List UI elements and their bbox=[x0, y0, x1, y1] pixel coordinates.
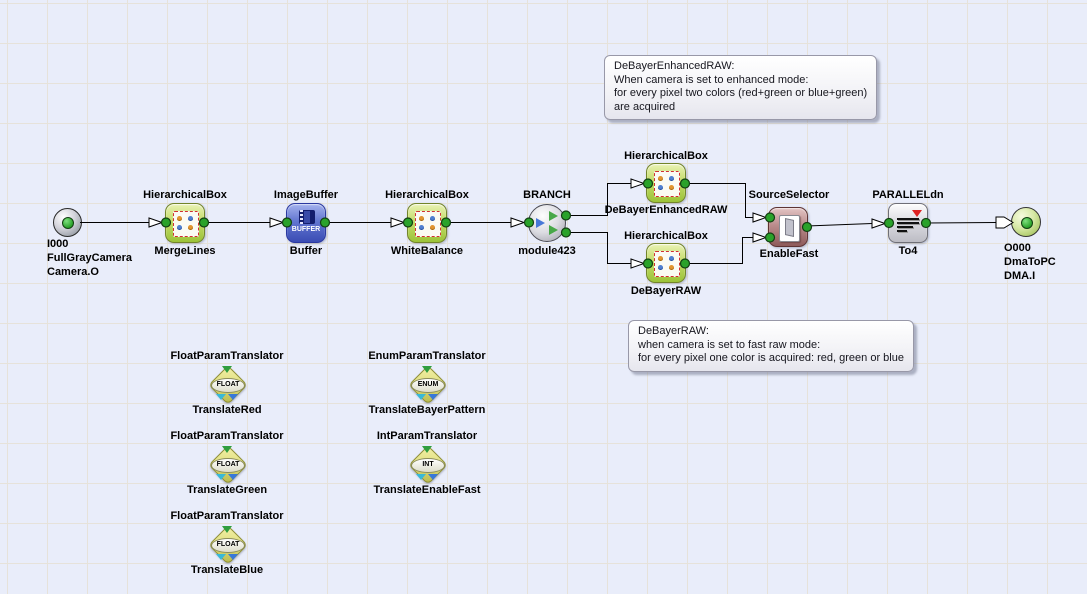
translate-blue-node-icon[interactable]: FLOAT bbox=[207, 524, 248, 565]
enum-pill-label: ENUM bbox=[411, 378, 445, 393]
translator-type-label: EnumParamTranslator bbox=[368, 350, 486, 362]
branch-out-arrow-icon bbox=[549, 225, 558, 235]
comment-line: for every pixel one color is acquired: r… bbox=[638, 352, 904, 364]
wire-parallel-dma bbox=[925, 222, 997, 224]
mergelines-name-label: MergeLines bbox=[154, 245, 216, 257]
translator-name-label: TranslateBlue bbox=[190, 564, 264, 576]
float-pill-label: FLOAT bbox=[211, 458, 245, 473]
mergelines-type-label: HierarchicalBox bbox=[143, 189, 227, 201]
blue-down-triangle-icon bbox=[228, 394, 238, 400]
comment-line: When camera is set to enhanced mode: bbox=[614, 73, 809, 86]
cyan-down-triangle-icon bbox=[216, 394, 226, 400]
translate-bayer-node-icon[interactable]: ENUM bbox=[407, 364, 448, 405]
comment-line: are acquired bbox=[614, 100, 676, 113]
debayer-enhanced-name-label: DeBayerEnhancedRAW bbox=[604, 204, 728, 216]
comment-line: for every pixel two colors (red+green or… bbox=[614, 87, 868, 99]
buffer-type-label: ImageBuffer bbox=[273, 189, 339, 201]
translator-name-label: TranslateEnableFast bbox=[373, 484, 481, 496]
comment-debayer-raw[interactable]: DeBayerRAW: when camera is set to fast r… bbox=[628, 320, 914, 372]
blue-down-triangle-icon bbox=[428, 474, 438, 480]
debayer-enhanced-node-icon[interactable] bbox=[646, 163, 686, 203]
parallel-dn-name-label: To4 bbox=[898, 245, 918, 257]
source-selector-node-icon[interactable] bbox=[768, 207, 808, 247]
door-icon bbox=[779, 215, 800, 242]
dma-output-node-icon[interactable] bbox=[1011, 207, 1041, 237]
translator-type-label: FloatParamTranslator bbox=[170, 430, 284, 442]
comment-line: DeBayerRAW: bbox=[638, 325, 709, 337]
debayer-raw-type-label: HierarchicalBox bbox=[624, 230, 708, 242]
translator-name-label: TranslateBayerPattern bbox=[368, 404, 486, 416]
comment-line: DeBayerEnhancedRAW: bbox=[614, 60, 735, 72]
hierarchicalbox-icon bbox=[654, 251, 680, 277]
cyan-down-triangle-icon bbox=[216, 554, 226, 560]
blue-down-triangle-icon bbox=[228, 554, 238, 560]
float-pill-label: FLOAT bbox=[211, 538, 245, 553]
dma-port-dot-icon[interactable] bbox=[1021, 217, 1033, 229]
buffer-node-icon[interactable]: BUFFER bbox=[286, 203, 326, 243]
branch-in-arrow-icon bbox=[536, 218, 545, 228]
cyan-down-triangle-icon bbox=[416, 394, 426, 400]
cyan-down-triangle-icon bbox=[216, 474, 226, 480]
int-pill-label: INT bbox=[411, 458, 445, 473]
parallel-dn-type-label: PARALLELdn bbox=[872, 189, 944, 201]
hierarchicalbox-icon bbox=[173, 211, 199, 237]
translator-type-label: FloatParamTranslator bbox=[170, 350, 284, 362]
float-pill-label: FLOAT bbox=[211, 378, 245, 393]
green-down-triangle-icon bbox=[222, 526, 232, 533]
branch-out-arrow-icon bbox=[549, 211, 558, 221]
debayer-enhanced-type-label: HierarchicalBox bbox=[624, 150, 708, 162]
whitebalance-type-label: HierarchicalBox bbox=[385, 189, 469, 201]
filmstrip-icon bbox=[299, 210, 315, 224]
hierarchicalbox-icon bbox=[654, 171, 680, 197]
debayer-raw-name-label: DeBayerRAW bbox=[630, 285, 702, 297]
green-down-triangle-icon bbox=[422, 366, 432, 373]
blue-down-triangle-icon bbox=[228, 474, 238, 480]
debayer-raw-node-icon[interactable] bbox=[646, 243, 686, 283]
camera-input-node-icon[interactable] bbox=[53, 208, 82, 237]
branch-name-label: module423 bbox=[518, 245, 576, 257]
source-selector-name-label: EnableFast bbox=[759, 248, 819, 260]
branch-type-label: BRANCH bbox=[523, 189, 571, 201]
hierarchicalbox-icon bbox=[415, 211, 441, 237]
green-down-triangle-icon bbox=[422, 446, 432, 453]
translate-green-node-icon[interactable]: FLOAT bbox=[207, 444, 248, 485]
camera-port-dot-icon[interactable] bbox=[62, 217, 74, 229]
translator-name-label: TranslateRed bbox=[192, 404, 262, 416]
green-down-triangle-icon bbox=[222, 366, 232, 373]
translator-name-label: TranslateGreen bbox=[186, 484, 268, 496]
whitebalance-node-icon[interactable] bbox=[407, 203, 447, 243]
translator-type-label: IntParamTranslator bbox=[376, 430, 478, 442]
cyan-down-triangle-icon bbox=[416, 474, 426, 480]
wire-selector-parallel bbox=[806, 223, 873, 227]
comment-debayer-enhanced[interactable]: DeBayerEnhancedRAW: When camera is set t… bbox=[604, 55, 878, 120]
buffer-name-label: Buffer bbox=[289, 245, 323, 257]
mergelines-node-icon[interactable] bbox=[165, 203, 205, 243]
whitebalance-name-label: WhiteBalance bbox=[390, 245, 464, 257]
red-down-triangle-icon bbox=[912, 210, 922, 217]
source-selector-type-label: SourceSelector bbox=[748, 189, 830, 201]
translator-type-label: FloatParamTranslator bbox=[170, 510, 284, 522]
green-down-triangle-icon bbox=[222, 446, 232, 453]
buffer-icon-text: BUFFER bbox=[291, 226, 321, 233]
branch-node-icon[interactable] bbox=[528, 204, 566, 242]
blue-down-triangle-icon bbox=[428, 394, 438, 400]
translate-enablefast-node-icon[interactable]: INT bbox=[407, 444, 448, 485]
parallel-dn-node-icon[interactable] bbox=[888, 203, 928, 243]
translate-red-node-icon[interactable]: FLOAT bbox=[207, 364, 248, 405]
comment-line: when camera is set to fast raw mode: bbox=[638, 338, 821, 351]
